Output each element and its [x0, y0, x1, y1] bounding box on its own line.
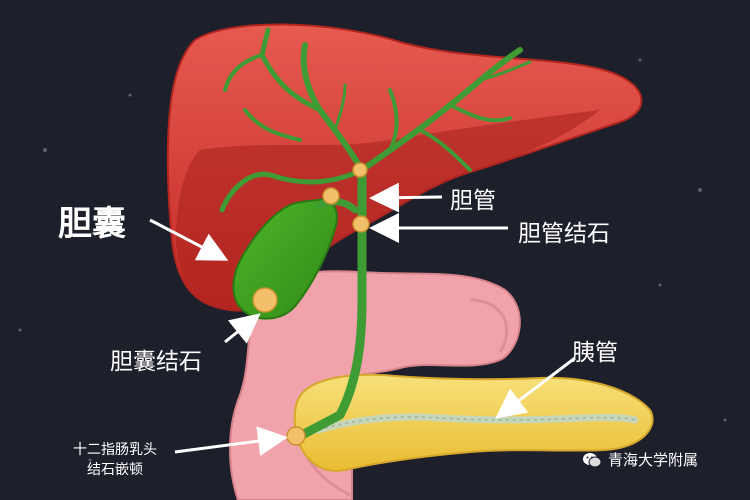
label-bile-duct: 胆管 — [450, 188, 496, 214]
stones — [252, 162, 370, 446]
label-gallbladder-stone: 胆囊结石 — [110, 349, 202, 375]
label-bile-duct-stone: 胆管结石 — [518, 221, 610, 247]
label-duodenal-papilla: 十二指肠乳头 结石嵌顿 — [55, 440, 175, 480]
pancreas — [293, 373, 654, 472]
leader-arrows — [149, 182, 576, 456]
label-papilla-line1: 十二指肠乳头 — [73, 442, 157, 458]
papilla-stone — [286, 426, 306, 446]
bile-duct-stone-lower — [352, 215, 370, 233]
label-papilla-line2: 结石嵌顿 — [87, 462, 143, 478]
wechat-icon — [583, 452, 602, 467]
label-pancreatic-duct: 胰管 — [572, 340, 618, 366]
starfield — [18, 58, 727, 462]
gallbladder-stone — [252, 287, 278, 313]
watermark: 青海大学附属 — [582, 449, 698, 470]
bile-duct-stone-upper — [352, 162, 368, 178]
label-gallbladder: 胆囊 — [58, 204, 126, 244]
bile-duct-stone-cystic — [322, 187, 340, 205]
watermark-text: 青海大学附属 — [608, 451, 699, 469]
bile-duct-tree — [219, 27, 532, 441]
